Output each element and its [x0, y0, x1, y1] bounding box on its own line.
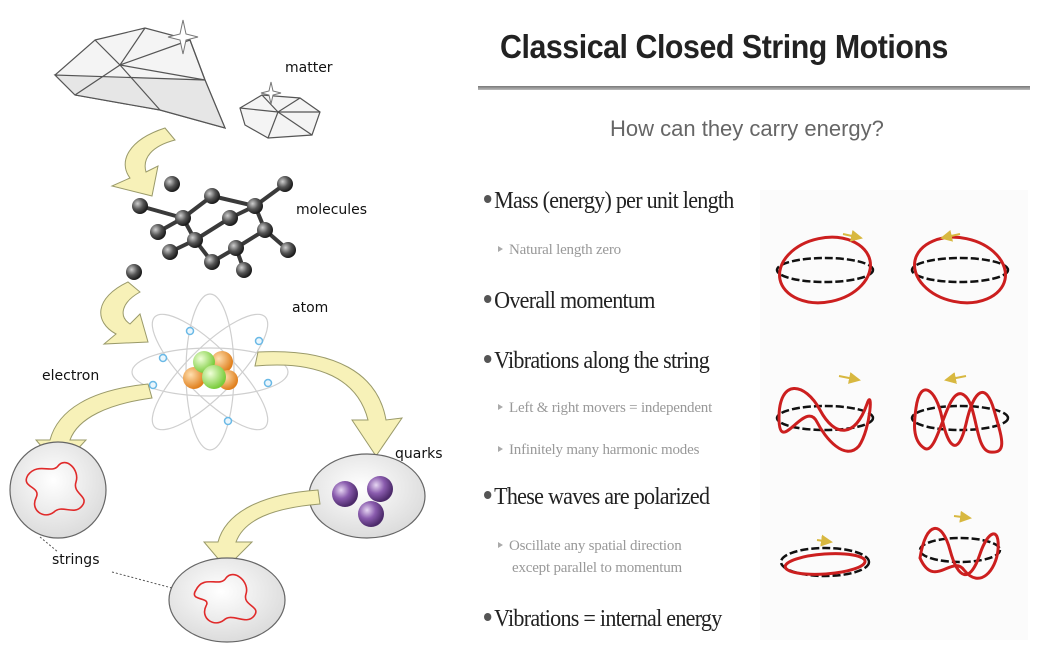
- bullet-item: Vibrations = internal energy: [484, 606, 742, 633]
- sub-bullet-text: Natural length zero: [509, 242, 621, 258]
- sub-bullet-marker-icon: [498, 541, 503, 548]
- bullet-dot-icon: [484, 295, 492, 304]
- bullet-text: Vibrations along the string: [494, 348, 710, 374]
- sub-bullet-item: except parallel to momentum: [498, 560, 682, 577]
- label-strings: strings: [52, 552, 100, 568]
- string-mode-figure: [910, 372, 1010, 454]
- bullet-item: These waves are polarized: [484, 484, 729, 511]
- sub-bullet-text: Oscillate any spatial direction: [509, 538, 682, 554]
- label-atom: atom: [292, 300, 329, 316]
- sub-bullet-text: except parallel to momentum: [512, 560, 682, 576]
- string-circle-bottom: [168, 557, 286, 643]
- sparkle-icon: [167, 19, 199, 55]
- label-electron: electron: [42, 368, 100, 384]
- title-divider: [478, 86, 1030, 90]
- string-mode-figure: [779, 534, 871, 578]
- arrow-atom-to-quarks: [254, 351, 404, 457]
- sub-bullet-text: Infinitely many harmonic modes: [509, 442, 700, 458]
- bullet-text: These waves are polarized: [494, 484, 710, 510]
- string-motion-panel: [760, 190, 1028, 640]
- sub-bullet-item: Oscillate any spatial direction: [484, 538, 682, 555]
- string-mode-figure: [775, 372, 875, 453]
- sub-bullet-marker-icon: [498, 445, 503, 452]
- sub-bullet-item: Infinitely many harmonic modes: [484, 442, 699, 459]
- lecture-slide: Classical Closed String Motions How can …: [470, 0, 1040, 649]
- sub-bullet-marker-icon: [498, 403, 503, 410]
- sub-bullet-marker-icon: [498, 245, 503, 252]
- slide-title: Classical Closed String Motions: [500, 28, 948, 65]
- bullet-dot-icon: [484, 195, 492, 204]
- bullet-dot-icon: [484, 491, 492, 500]
- atom-icon: [131, 293, 289, 451]
- bullet-item: Mass (energy) per unit length: [484, 188, 755, 215]
- large-gem-icon: [53, 27, 227, 129]
- bullet-item: Overall momentum: [484, 288, 670, 315]
- bullet-dot-icon: [484, 613, 492, 622]
- string-mode-figure: [918, 510, 1002, 580]
- slide-subtitle: How can they carry energy?: [610, 116, 884, 141]
- string-motion-figures: [775, 229, 1010, 580]
- label-matter: matter: [285, 60, 333, 76]
- sub-bullet-text: Left & right movers = independent: [509, 400, 713, 416]
- bullet-dot-icon: [484, 355, 492, 364]
- bullet-text: Mass (energy) per unit length: [494, 188, 734, 214]
- molecule-cluster: [126, 176, 296, 280]
- quarks-circle: [308, 453, 426, 539]
- label-quarks: quarks: [395, 446, 443, 462]
- bullet-text: Vibrations = internal energy: [494, 606, 722, 632]
- bullet-item: Vibrations along the string: [484, 348, 729, 375]
- sub-bullet-item: Left & right movers = independent: [484, 400, 712, 417]
- particle-hierarchy-diagram: matter molecules atom electron quarks st…: [0, 0, 470, 649]
- string-circle-left: [9, 441, 107, 539]
- string-mode-figure: [910, 229, 1010, 305]
- small-gem-icon: [239, 94, 321, 139]
- bullet-text: Overall momentum: [494, 288, 655, 314]
- arrow-molecules-to-atom: [100, 281, 149, 345]
- sub-bullet-item: Natural length zero: [484, 242, 621, 259]
- string-mode-figure: [775, 229, 875, 305]
- diagram-canvas: [9, 19, 426, 643]
- sparkle-icon: [260, 81, 282, 105]
- label-molecules: molecules: [296, 202, 368, 218]
- arrow-matter-to-molecules: [110, 127, 176, 197]
- arrow-quarks-to-string: [202, 489, 321, 569]
